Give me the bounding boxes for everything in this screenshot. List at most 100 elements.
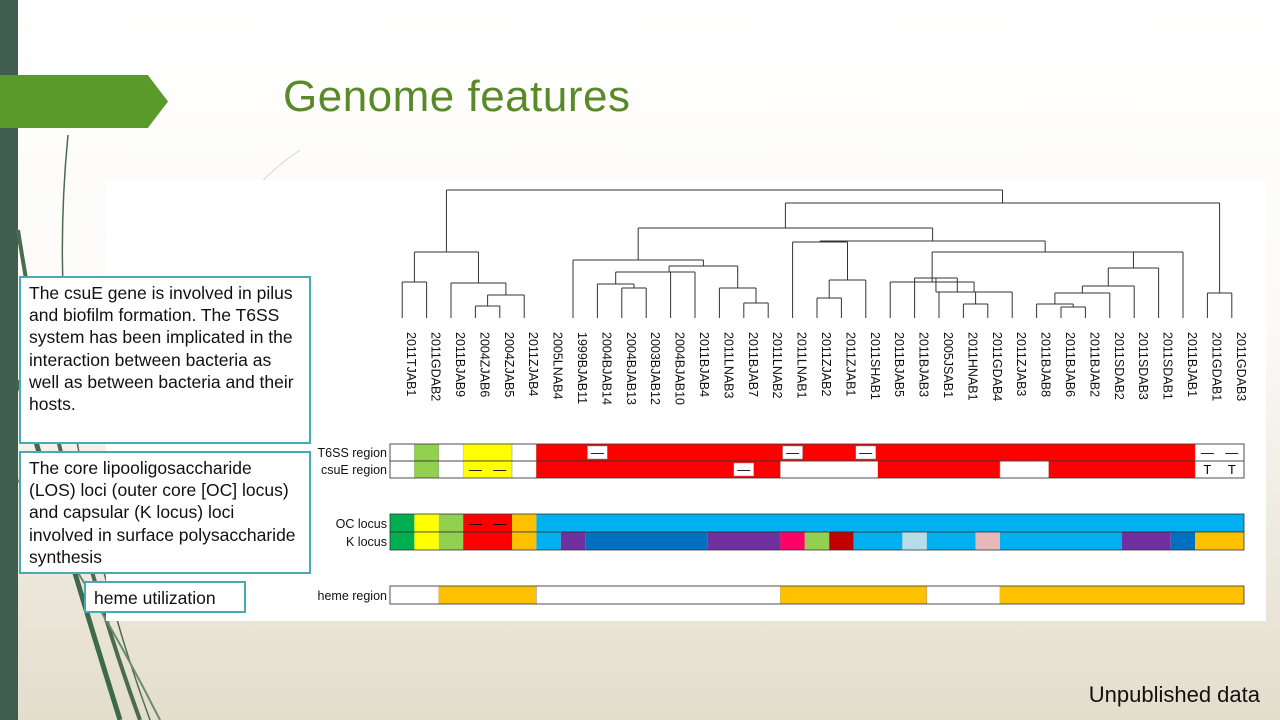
k-segment bbox=[390, 532, 415, 550]
strain-label: 2003BJAB12 bbox=[648, 332, 662, 405]
callout-heme: heme utilization bbox=[84, 581, 246, 613]
track-mark: — bbox=[1225, 445, 1238, 460]
k-label: K locus bbox=[346, 535, 387, 549]
k-segment bbox=[780, 532, 805, 550]
csue-segment bbox=[999, 460, 1050, 479]
strain-label: 2011GDAB3 bbox=[1234, 332, 1248, 401]
k-track-border bbox=[389, 531, 1245, 551]
strain-label: 1999BJAB11 bbox=[575, 332, 589, 404]
mark-background bbox=[855, 445, 877, 460]
strain-label: 2005LNAB4 bbox=[551, 332, 565, 399]
slide-title: Genome features bbox=[283, 72, 631, 121]
k-segment bbox=[902, 532, 927, 550]
strain-label: 2011LNAB1 bbox=[795, 332, 809, 399]
t6ss-track: —————T6SS region bbox=[318, 443, 1245, 462]
oc-segment bbox=[438, 514, 464, 532]
strain-label: 2011ZJAB4 bbox=[526, 332, 540, 396]
track-mark: — bbox=[1201, 445, 1214, 460]
csue-track-border bbox=[389, 460, 1245, 479]
track-mark: — bbox=[469, 462, 482, 477]
t6ss-segment bbox=[438, 443, 464, 462]
genome-figure: 2011TJAB1 2011GDAB2 2011BJAB9 2004ZJAB6 2004… bbox=[106, 180, 1266, 621]
k-segment bbox=[1170, 532, 1196, 550]
dendrogram-and-tracks: 2011TJAB1 2011GDAB2 2011BJAB9 2004ZJAB6 2004… bbox=[318, 189, 1248, 605]
unpublished-data-note: Unpublished data bbox=[1088, 682, 1260, 707]
k-segment bbox=[1195, 532, 1244, 550]
strain-label: 2004ZJAB5 bbox=[502, 332, 516, 397]
track-mark: — bbox=[493, 516, 506, 531]
strain-label: 2005JSAB1 bbox=[941, 332, 955, 398]
strain-label: 2011ZJAB2 bbox=[819, 332, 833, 396]
k-segment bbox=[829, 532, 854, 550]
mark-background bbox=[733, 462, 755, 477]
t6ss-segment bbox=[463, 444, 512, 461]
oc-segment bbox=[463, 514, 512, 532]
track-mark: — bbox=[591, 445, 604, 460]
strain-label: 2011TJAB1 bbox=[404, 332, 418, 396]
t6ss-segment bbox=[389, 443, 415, 462]
strain-label: 2011GDAB2 bbox=[429, 332, 443, 401]
callout-csue-t6ss: The csuE gene is involved in pilus and b… bbox=[19, 276, 311, 444]
k-segment bbox=[1122, 532, 1171, 550]
strain-label: 2011BJAB3 bbox=[917, 332, 931, 397]
k-segment bbox=[926, 532, 976, 550]
oc-track: — — OC locus bbox=[336, 513, 1245, 533]
heme-track: heme region bbox=[318, 585, 1245, 605]
strain-label: 2004BJAB10 bbox=[673, 332, 687, 405]
strain-label: 2011LNAB3 bbox=[721, 332, 735, 399]
k-segment bbox=[414, 532, 439, 550]
oc-label: OC locus bbox=[336, 517, 387, 531]
heme-segment bbox=[1000, 586, 1244, 604]
csue-label: csuE region bbox=[321, 463, 387, 477]
csue-segment bbox=[878, 461, 1000, 478]
t6ss-label: T6SS region bbox=[318, 446, 388, 460]
strain-label: 2011BJAB7 bbox=[746, 332, 760, 397]
track-mark: — bbox=[737, 462, 750, 477]
oc-segment bbox=[390, 514, 415, 532]
k-segment bbox=[707, 532, 781, 550]
t6ss-segment bbox=[511, 443, 537, 462]
csue-segment bbox=[511, 460, 537, 479]
track-mark: — bbox=[859, 445, 872, 460]
strain-label: 2011BJAB8 bbox=[1039, 332, 1053, 397]
csue-segment bbox=[438, 460, 464, 479]
strain-label: 2011SDAB3 bbox=[1136, 332, 1150, 400]
track-mark: — bbox=[469, 516, 482, 531]
strain-label: 2011LNAB2 bbox=[770, 332, 784, 399]
heme-segment bbox=[389, 585, 440, 605]
strain-label: 2004ZJAB6 bbox=[477, 332, 491, 397]
csue-segment bbox=[389, 460, 415, 479]
oc-segment bbox=[536, 514, 1244, 532]
heme-track-border bbox=[389, 585, 1245, 605]
mark-background bbox=[782, 445, 803, 460]
strain-label: 2004BJAB13 bbox=[624, 332, 638, 405]
k-segment bbox=[585, 532, 708, 550]
csue-segment bbox=[780, 460, 879, 479]
strain-label: 2011SDAB1 bbox=[1161, 332, 1175, 400]
t6ss-segment bbox=[414, 444, 439, 461]
strain-label: 2011BJAB5 bbox=[892, 332, 906, 397]
strain-label: 2011GDAB1 bbox=[1209, 332, 1223, 401]
k-segment bbox=[975, 532, 1000, 550]
k-segment bbox=[536, 532, 561, 550]
k-track: K locus bbox=[346, 531, 1245, 551]
strain-label: 2011HNAB1 bbox=[965, 332, 979, 401]
slide-left-bar bbox=[0, 0, 18, 720]
strain-label: 2011BJAB4 bbox=[697, 332, 711, 397]
title-accent-arrow bbox=[0, 75, 168, 128]
track-mark: T bbox=[1228, 462, 1236, 477]
k-segment bbox=[853, 532, 903, 550]
strain-label: 2011ZJAB3 bbox=[1014, 332, 1028, 396]
strain-label: 2011BJAB6 bbox=[1063, 332, 1077, 397]
strain-label: 2011BJAB2 bbox=[1087, 332, 1101, 397]
k-segment bbox=[463, 532, 512, 550]
strain-label: 2011SDAB2 bbox=[1112, 332, 1126, 400]
strain-label: 2011BJAB9 bbox=[453, 332, 467, 397]
strain-label: 2011GDAB4 bbox=[990, 332, 1004, 401]
csue-segment bbox=[463, 461, 512, 478]
heme-segment bbox=[780, 586, 927, 604]
k-segment bbox=[560, 532, 586, 550]
heme-segment bbox=[438, 586, 537, 604]
k-segment bbox=[1000, 532, 1122, 550]
